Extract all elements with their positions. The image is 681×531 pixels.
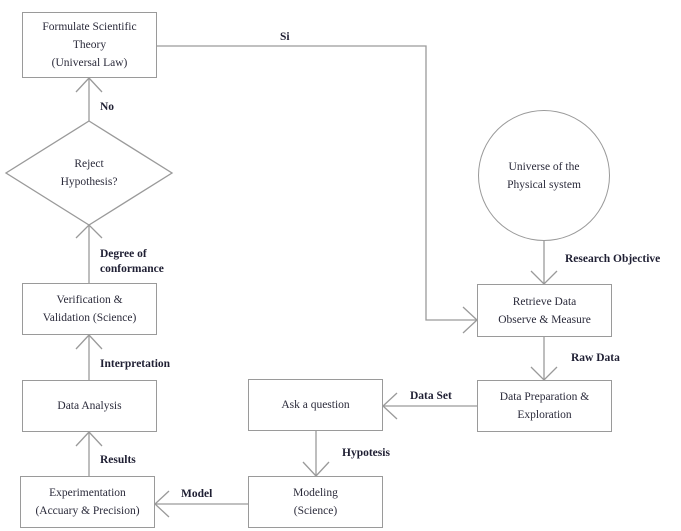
node-label-line: Exploration — [517, 409, 572, 421]
arrowhead-model — [154, 490, 170, 518]
node-universe-physical-system[interactable]: Universe of the Physical system — [478, 110, 610, 241]
node-ask-question[interactable]: Ask a question — [248, 379, 383, 431]
arrowhead-no — [75, 77, 103, 93]
node-label-line: Experimentation — [49, 487, 126, 499]
node-label-line: Theory — [72, 39, 107, 51]
edge-label-hypotesis: Hypotesis — [342, 447, 390, 459]
edge-label-model: Model — [181, 488, 213, 500]
node-data-analysis[interactable]: Data Analysis — [22, 380, 157, 432]
arrowhead-interpretation — [75, 334, 103, 350]
node-label-line: Universe of the — [508, 160, 580, 173]
node-label-line: Verification & — [56, 294, 123, 306]
node-retrieve-data[interactable]: Retrieve Data Observe & Measure — [477, 284, 612, 337]
node-experimentation[interactable]: Experimentation (Accuary & Precision) — [20, 476, 155, 528]
edge-label-line: conformance — [100, 263, 164, 275]
arrowhead-degree — [75, 224, 103, 239]
node-label-line: Validation (Science) — [42, 312, 137, 324]
edge-label-interpretation: Interpretation — [100, 358, 171, 370]
edge-label-research-objective: Research Objective — [565, 253, 661, 265]
node-label-line: Retrieve Data — [512, 295, 577, 308]
reject-hypothesis-label: Reject Hypothesis? — [39, 155, 139, 191]
node-label-line: Reject — [74, 158, 104, 170]
node-label-line: Formulate Scientific — [42, 21, 137, 33]
node-label-line: Data Preparation & — [499, 391, 590, 403]
edge-label-data-set: Data Set — [410, 390, 452, 402]
edge-si — [155, 45, 477, 321]
node-label-line: Physical system — [507, 178, 581, 191]
edge-label-raw-data: Raw Data — [571, 352, 620, 364]
node-label-line: (Science) — [293, 505, 338, 517]
node-label-line: Modeling — [293, 487, 338, 499]
node-label-line: Ask a question — [281, 399, 350, 411]
node-label-line: Data Analysis — [57, 400, 122, 412]
edge-label-si: Si — [280, 31, 290, 43]
node-label-line: Observe & Measure — [498, 313, 591, 326]
node-label-line: Hypothesis? — [60, 176, 118, 188]
edge-label-no: No — [100, 101, 115, 113]
node-label-line: (Accuary & Precision) — [35, 505, 140, 517]
arrowhead-data-set — [382, 392, 398, 420]
node-label-line: (Universal Law) — [51, 57, 128, 69]
edge-label-line: Degree of — [100, 248, 147, 260]
node-modeling[interactable]: Modeling (Science) — [248, 476, 383, 528]
edge-label-degree-of-conformance: Degree of conformance — [100, 247, 164, 277]
edge-label-results: Results — [100, 454, 136, 466]
node-formulate-theory[interactable]: Formulate Scientific Theory (Universal L… — [22, 12, 157, 78]
node-verification-validation[interactable]: Verification & Validation (Science) — [22, 283, 157, 335]
arrowhead-results — [75, 431, 103, 447]
node-data-preparation[interactable]: Data Preparation & Exploration — [477, 380, 612, 432]
